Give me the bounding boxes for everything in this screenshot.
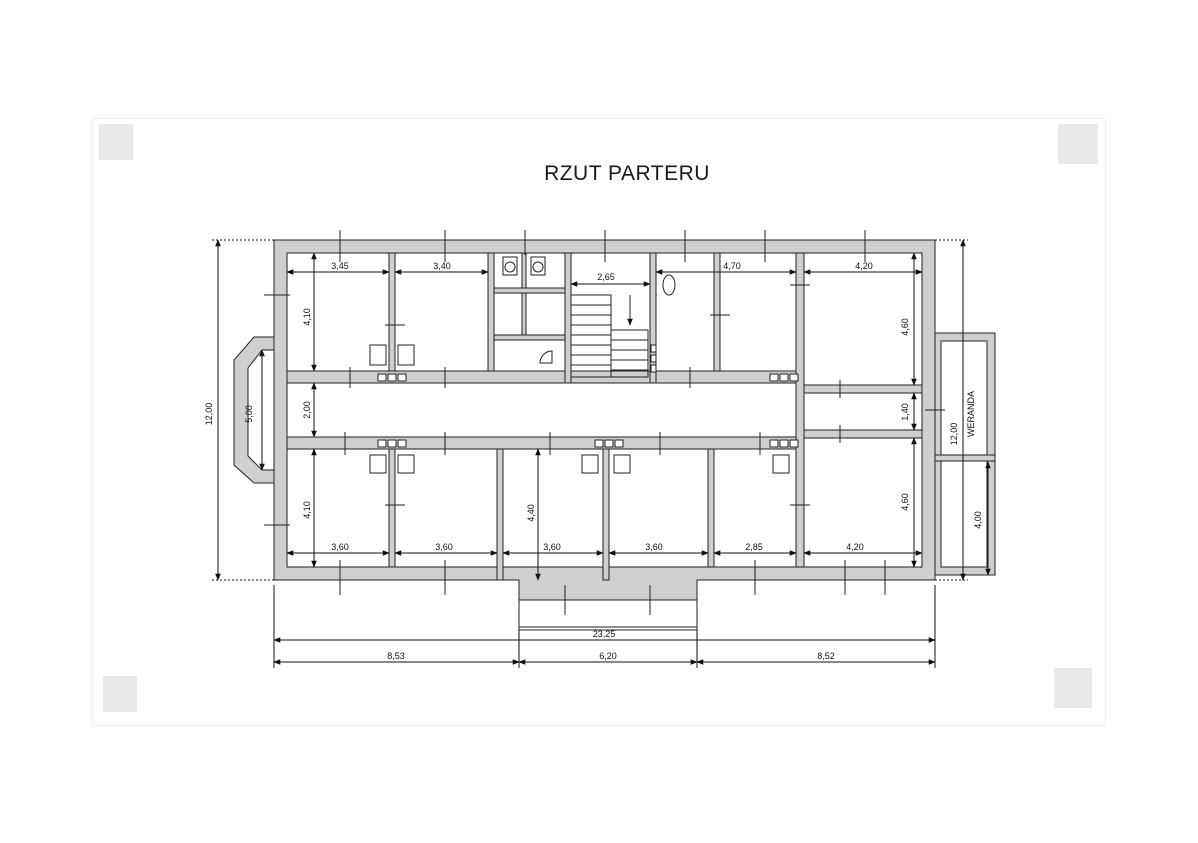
dimension-lines [212, 239, 991, 668]
dim-corridor-right: 1,40 [900, 403, 910, 421]
staircase [570, 294, 649, 378]
vent-grilles [377, 344, 799, 448]
dim-segment-mid: 6,20 [599, 651, 617, 661]
dim-top-room-depth: 4,10 [302, 308, 312, 326]
bathtub-icon [662, 274, 676, 296]
dim-top-right-depth: 4,60 [900, 318, 910, 336]
tape-corner-bottom-left [103, 676, 137, 712]
fixtures [369, 256, 799, 474]
dim-bottom-width: 3,60 [645, 542, 663, 552]
dim-bottom-width: 3,60 [543, 542, 561, 552]
tape-corner-top-right [1058, 124, 1098, 164]
dim-segment-left: 8,53 [387, 651, 405, 661]
page-title: RZUT PARTERU [544, 162, 710, 185]
dim-total-depth: 12,00 [204, 403, 214, 426]
dim-bottom-right-depth: 4,60 [900, 493, 910, 511]
dim-bottom-width: 4,20 [846, 542, 864, 552]
sink-icon [539, 350, 553, 364]
dim-veranda-width: 4,00 [973, 511, 983, 529]
dim-veranda-depth: 12,00 [949, 423, 959, 446]
dim-bottom-width: 2,85 [745, 542, 763, 552]
veranda-label: WERANDA [966, 391, 976, 437]
tape-corner-bottom-right [1054, 668, 1092, 708]
dim-bottom-room-depth: 4,10 [302, 501, 312, 519]
stove-icon [613, 454, 631, 474]
stove-icon [397, 344, 415, 366]
stove-icon [369, 454, 387, 474]
stove-icon [369, 344, 387, 366]
dim-segment-right: 8,52 [817, 651, 835, 661]
stove-icon [772, 454, 790, 474]
dim-bottom-width: 3,60 [331, 542, 349, 552]
dim-corridor-left: 2,00 [302, 401, 312, 419]
stove-icon [581, 454, 599, 474]
dim-bay-window: 5,00 [244, 405, 254, 423]
walls [233, 239, 996, 631]
dim-top-width: 4,70 [723, 261, 741, 271]
toilet-bowl-icon [504, 261, 516, 273]
dim-top-width: 3,40 [433, 261, 451, 271]
windows [264, 230, 945, 615]
dim-top-width: 4,20 [855, 261, 873, 271]
toilet-bowl-icon [532, 261, 544, 273]
dimension-labels: 23,25 8,53 6,20 8,52 12,00 5,00 2,00 4,1… [204, 261, 983, 661]
dim-top-width: 3,45 [331, 261, 349, 271]
tape-corner-top-left [99, 124, 133, 160]
dim-bottom-mid-depth: 4,40 [526, 504, 536, 522]
dim-total-length: 23,25 [593, 629, 616, 639]
stove-icon [397, 454, 415, 474]
dim-top-width: 2,65 [597, 272, 615, 282]
dim-bottom-width: 3,60 [435, 542, 453, 552]
